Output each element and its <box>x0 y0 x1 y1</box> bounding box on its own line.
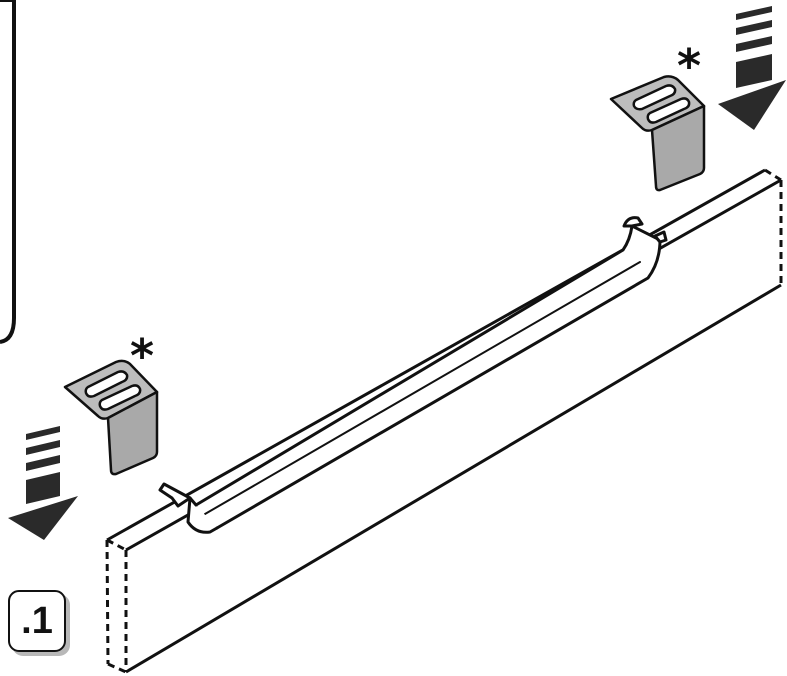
board-panel <box>106 168 782 674</box>
down-arrow-icon-right <box>718 6 786 130</box>
clip-marker-left: * <box>130 329 154 383</box>
step-badge: .1 <box>8 590 66 652</box>
mounting-clip-right <box>609 75 706 192</box>
down-arrow-icon-left <box>8 426 78 540</box>
board-end-dashed <box>105 168 783 674</box>
handle-rail <box>158 216 668 534</box>
clip-marker-right: * <box>677 39 701 93</box>
adjacent-panel-frame <box>0 0 16 344</box>
step-label: .1 <box>21 600 53 642</box>
mounting-clip-left <box>63 359 159 476</box>
